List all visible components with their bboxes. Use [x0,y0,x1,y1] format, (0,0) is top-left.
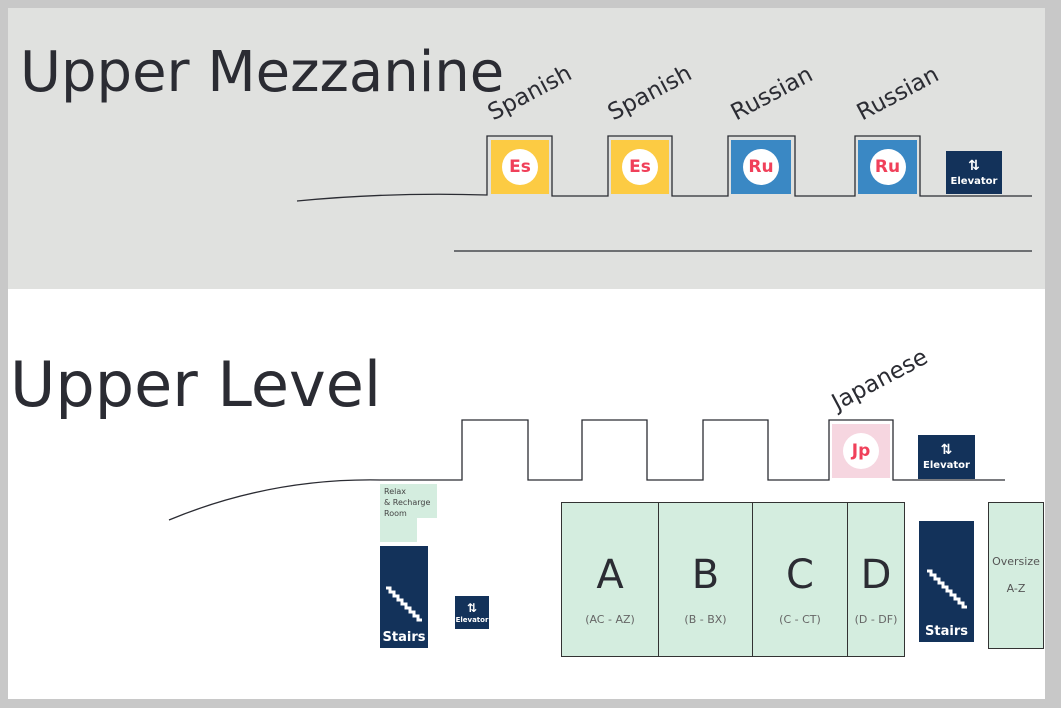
shelf-letter: D [860,552,892,598]
language-badge-ru: Ru [743,149,779,185]
room-russian-2[interactable]: Ru [858,140,917,194]
oversize-range: A-Z [1006,582,1026,595]
elevator-label: Elevator [950,175,998,187]
shelf-range: (B - BX) [684,613,727,626]
relax-room-label: Relax & Recharge Room [384,487,431,518]
small-elevator[interactable]: ⇅ Elevator [455,596,489,629]
shelf-a[interactable]: A (AC - AZ) [561,502,659,657]
shelf-range: (D - DF) [854,613,898,626]
language-badge-es: Es [622,149,658,185]
mezzanine-elevator[interactable]: ⇅ Elevator [946,151,1002,194]
upper-level-elevator[interactable]: ⇅ Elevator [918,435,975,479]
stairs-label: Stairs [382,630,426,645]
elevator-label: Elevator [923,460,970,471]
room-spanish-2[interactable]: Es [611,140,669,194]
relax-room-area-lower [380,518,417,542]
upper-level-wall [168,419,1005,521]
elevator-arrows-icon: ⇅ [940,442,953,458]
elevator-arrows-icon: ⇅ [968,157,980,174]
elevator-arrows-icon: ⇅ [466,600,478,615]
mezzanine-wall [296,135,1032,202]
shelf-c[interactable]: C (C - CT) [752,502,848,657]
shelf-b[interactable]: B (B - BX) [658,502,753,657]
mezzanine-title: Upper Mezzanine [20,40,505,105]
stairs-icon [386,586,422,622]
room-russian-1[interactable]: Ru [731,140,791,194]
shelf-range: (C - CT) [779,613,821,626]
stairs-label: Stairs [925,624,968,639]
shelf-letter: A [596,552,624,598]
language-badge-es: Es [502,149,538,185]
stairs-left[interactable]: Stairs [380,546,428,648]
shelf-d[interactable]: D (D - DF) [847,502,905,657]
stairs-right[interactable]: Stairs [919,521,974,642]
elevator-label: Elevator [455,615,489,624]
language-badge-jp: Jp [843,433,879,469]
shelf-letter: C [786,552,814,598]
shelf-range: (AC - AZ) [585,613,635,626]
room-japanese[interactable]: Jp [832,424,890,478]
language-badge-ru: Ru [869,149,906,185]
relax-room-area[interactable] [380,484,437,518]
room-spanish-1[interactable]: Es [491,140,549,194]
shelf-oversize[interactable]: Oversize A-Z [988,502,1044,649]
shelf-letter: B [691,552,720,598]
stairs-icon [927,569,967,609]
oversize-label: Oversize [992,555,1040,568]
upper-level-title: Upper Level [10,348,382,421]
